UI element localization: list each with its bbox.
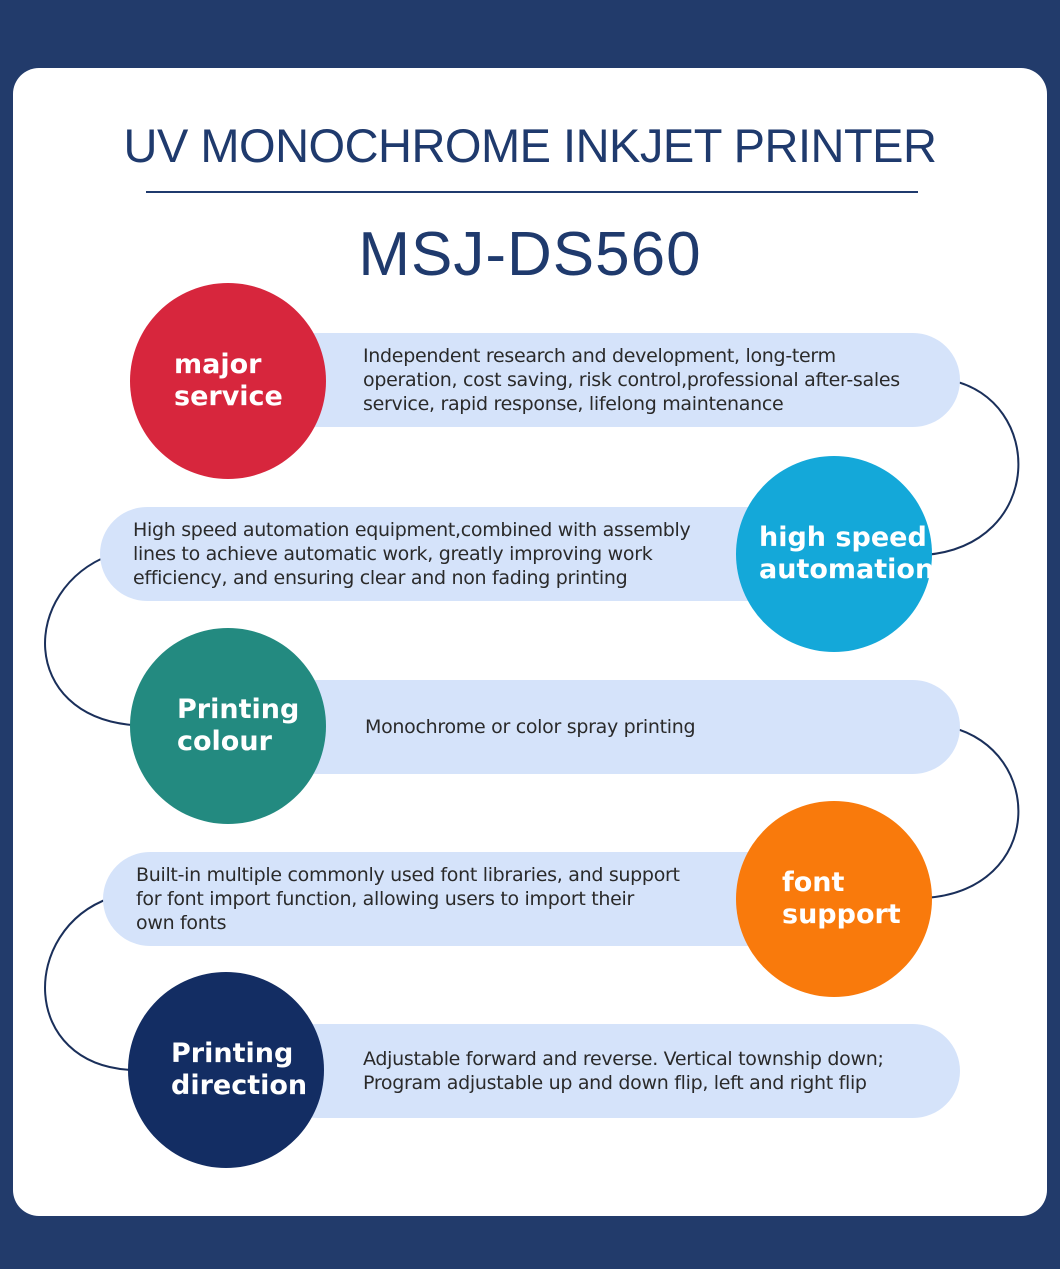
connector-3-4 [924,726,1020,899]
page-title: UV MONOCHROME INKJET PRINTER [123,119,937,172]
feature-3-label: Printing colour [177,694,300,757]
feature-1-badge: major service [130,283,326,479]
feature-2-description: High speed automation equipment,combined… [100,507,800,601]
connector-1-2 [924,379,1020,556]
feature-3-text: Monochrome or color spray printing [365,716,696,738]
title-divider [146,191,918,193]
feature-4-label: font support [782,867,901,930]
feature-1-text: Independent research and development, lo… [363,345,900,415]
feature-5-description: Adjustable forward and reverse. Vertical… [270,1024,960,1118]
feature-5-text: Adjustable forward and reverse. Vertical… [363,1048,884,1094]
feature-3-badge: Printing colour [130,628,326,824]
connector-4-5 [44,897,133,1071]
feature-2-text: High speed automation equipment,combined… [133,519,691,589]
feature-1-description: Independent research and development, lo… [270,333,960,427]
feature-2-badge: high speed automation [736,456,935,652]
connector-2-3 [44,554,133,726]
feature-3-description: Monochrome or color spray printing [270,680,960,774]
feature-5-badge: Printing direction [128,972,324,1168]
feature-1-label: major service [174,349,283,412]
feature-2-label: high speed automation [759,522,935,585]
feature-4-description: Built-in multiple commonly used font lib… [103,852,803,946]
feature-4-badge: font support [736,801,932,997]
model-name: MSJ-DS560 [358,220,702,289]
feature-5-label: Printing direction [171,1038,308,1101]
feature-4-text: Built-in multiple commonly used font lib… [136,864,680,934]
